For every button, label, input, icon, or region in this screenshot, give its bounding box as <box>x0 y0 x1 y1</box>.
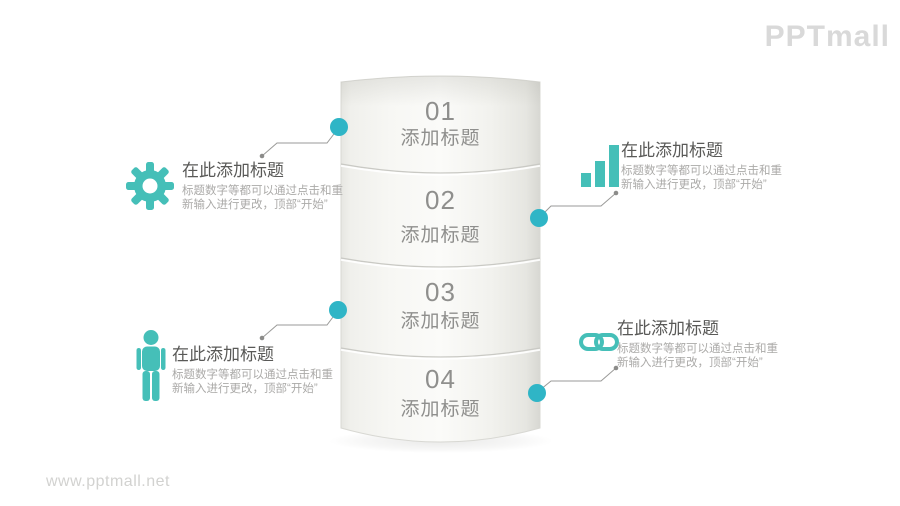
callout-body: 标题数字等都可以通过点击和重 新输入进行更改，顶部“开始” <box>621 165 796 192</box>
callout-body-line2: 新输入进行更改，顶部“开始” <box>172 382 318 395</box>
section-3-title: 添加标题 <box>400 311 481 332</box>
connector-top-left <box>259 118 348 159</box>
callout-body-line2: 新输入进行更改，顶部“开始” <box>617 356 763 369</box>
callout-body-line1: 标题数字等都可以通过点击和重 <box>172 369 333 381</box>
callout-heading: 在此添加标题 <box>172 345 274 364</box>
connector-bottom-left <box>259 301 347 341</box>
connector-end-dot <box>259 335 265 341</box>
connector-end-dot <box>259 153 265 159</box>
pptmall-logo: PPTmall <box>764 20 890 53</box>
person-icon <box>136 330 166 401</box>
gear-icon <box>126 162 174 210</box>
callout-body: 标题数字等都可以通过点击和重 新输入进行更改，顶部“开始” <box>182 185 357 212</box>
connector-top-right <box>530 190 619 227</box>
callout-body-line1: 标题数字等都可以通过点击和重 <box>617 343 778 355</box>
callout-body-line1: 标题数字等都可以通过点击和重 <box>621 165 782 177</box>
connector-end-dot <box>613 190 619 196</box>
watermark-url: www.pptmall.net <box>46 473 170 490</box>
callout-top-left: 在此添加标题 标题数字等都可以通过点击和重 新输入进行更改，顶部“开始” <box>182 160 357 212</box>
section-dividers <box>340 163 541 360</box>
callout-body-line2: 新输入进行更改，顶部“开始” <box>182 198 328 211</box>
node-dot-4 <box>528 384 546 402</box>
callout-body-line2: 新输入进行更改，顶部“开始” <box>621 178 767 191</box>
node-dot-2 <box>530 209 548 227</box>
section-2-number: 02 <box>425 185 456 215</box>
connector-bottom-right <box>528 365 619 402</box>
section-1-title: 添加标题 <box>400 128 481 149</box>
node-dot-1 <box>330 118 348 136</box>
link-icon <box>579 333 619 351</box>
connectors <box>259 118 619 402</box>
callout-heading: 在此添加标题 <box>182 161 284 180</box>
callout-body: 标题数字等都可以通过点击和重 新输入进行更改，顶部“开始” <box>172 369 347 396</box>
cylinder <box>340 75 541 443</box>
callout-bottom-left: 在此添加标题 标题数字等都可以通过点击和重 新输入进行更改，顶部“开始” <box>172 344 347 396</box>
callout-heading: 在此添加标题 <box>621 141 723 160</box>
node-dot-3 <box>329 301 347 319</box>
section-2-title: 添加标题 <box>400 225 481 246</box>
section-4-number: 04 <box>425 364 456 394</box>
section-1-number: 01 <box>425 96 456 126</box>
section-3-number: 03 <box>425 277 456 307</box>
callout-body: 标题数字等都可以通过点击和重 新输入进行更改，顶部“开始” <box>617 343 792 370</box>
callout-heading: 在此添加标题 <box>617 319 719 338</box>
callout-top-right: 在此添加标题 标题数字等都可以通过点击和重 新输入进行更改，顶部“开始” <box>621 140 796 192</box>
bar-chart-icon <box>581 145 619 187</box>
callout-body-line1: 标题数字等都可以通过点击和重 <box>182 185 343 197</box>
connector-end-dot <box>613 365 619 371</box>
section-4-title: 添加标题 <box>400 399 481 420</box>
callout-bottom-right: 在此添加标题 标题数字等都可以通过点击和重 新输入进行更改，顶部“开始” <box>617 318 792 370</box>
